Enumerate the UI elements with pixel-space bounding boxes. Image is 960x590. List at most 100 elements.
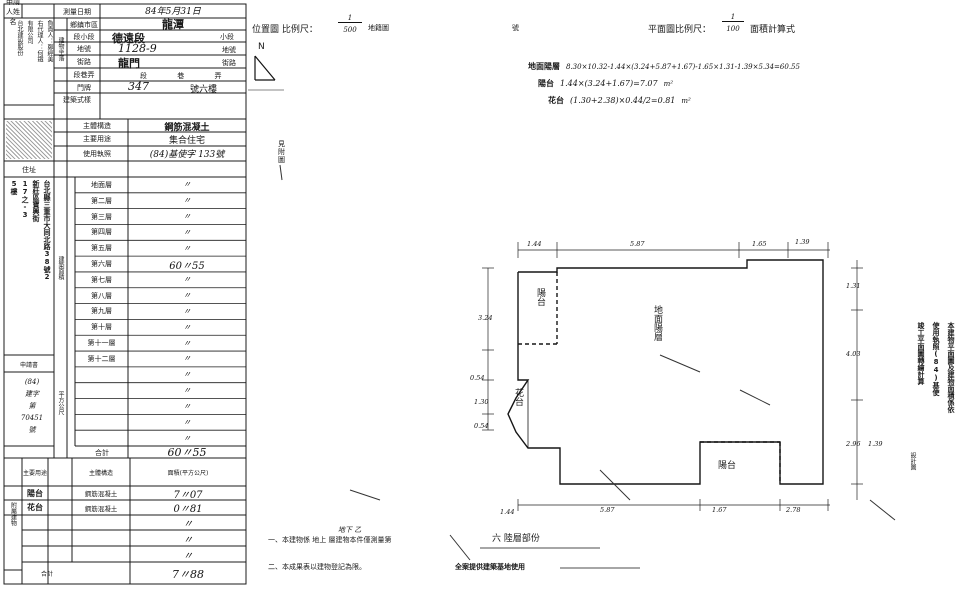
annex-use: 陽台 (27, 488, 43, 498)
floor-label: 第十層 (91, 323, 112, 332)
permit-stamp-line: 70451 (20, 414, 44, 422)
annex-col-main-use: 主要用途 (23, 469, 48, 477)
footer-note-2: 二、本成果表以建物登記為限。 (268, 563, 366, 571)
lot-value: 1128-9 (118, 42, 157, 55)
area-calc-label: 地面陽層 (528, 62, 560, 71)
applicant-name-line: 右代理人：何鐵 (36, 20, 43, 62)
section-suffix: 小段 (220, 33, 234, 41)
dim-right-b: 4.03 (846, 350, 861, 358)
dim-top-b: 5.87 (630, 240, 645, 248)
dim-left-b: 0.54 (470, 374, 485, 382)
annex-row: 〃 (22, 515, 246, 530)
floor-label: 第十二層 (87, 354, 116, 363)
structure-value: 鋼筋混凝土 (164, 122, 210, 133)
lane-value: 段 巷 弄 (140, 72, 236, 80)
annex-total-label: 合計 (40, 571, 53, 578)
floor-value: 〃 (183, 243, 191, 253)
floor-value: 〃 (183, 275, 191, 285)
floor-value: 〃 (183, 180, 191, 190)
lot-suffix: 地號 (222, 46, 236, 54)
applicant-stamp-label: 申請書 (19, 361, 38, 369)
applicant-name-line: 有限公司 (26, 20, 33, 44)
annex-side-label: 附屬建物 (9, 502, 17, 526)
annex-row: 〃 (22, 530, 246, 546)
dim-bottom-b: 1.67 (712, 506, 727, 514)
permit-stamp-line: 第 (28, 402, 36, 410)
floor-value: 〃 (183, 338, 191, 348)
plan-area-calc-title: 面積計算式 (750, 25, 796, 35)
floor-value: 〃 (183, 401, 191, 411)
applicant-name-line: 台北建設股份 (16, 20, 23, 56)
annex-structure: 鋼筋混凝土 (84, 504, 118, 513)
lot-label: 地號 (77, 45, 91, 53)
side-hand-note: 見附圖 (278, 140, 285, 164)
annex-total-value: 7〃88 (172, 567, 204, 581)
address-line: 台北縣三重市大同北路38號2 (43, 180, 51, 281)
area-calc-label: 陽台 (538, 79, 554, 88)
dim-top-c: 1.65 (752, 240, 767, 248)
plan-scale-den: 100 (726, 25, 740, 33)
location-scale-num: 1 (338, 14, 362, 23)
floor-label: 第六層 (91, 260, 112, 269)
use-value: 集合住宅 (168, 135, 205, 146)
room-balcony-b: 陽台 (718, 461, 737, 471)
floor-row: 〃 (75, 399, 246, 415)
floor-row: 〃 (75, 430, 246, 446)
plan-side-note-line: 本建物平面圖及建物面積係依 (947, 322, 955, 413)
floor-row: 第六層 60〃55 (75, 256, 246, 272)
area-calc-lines: 地面陽層 8.30×10.32-1.44×(3.24+5.87+1.67)-1.6… (528, 58, 956, 109)
annex-structure: 鋼筋混凝土 (84, 490, 118, 498)
plan-side-note: 本建物平面圖及建物面積係依使用執照(84)基使竣工平面圖轉繪計算 (880, 322, 956, 522)
address-line: 17之-3 (21, 180, 29, 219)
dim-right-a: 1.31 (846, 282, 861, 290)
area-calc-unit: m² (663, 79, 674, 88)
floor-label: 第四層 (91, 228, 112, 237)
street-label: 街路 (77, 58, 91, 66)
area-calc-unit: m² (681, 96, 691, 105)
floor-row: 第四層〃 (75, 224, 246, 240)
annex-col-area: 面積(平方公尺) (167, 469, 209, 477)
floor-row: 第十一層〃 (75, 335, 246, 351)
floor-value: 〃 (183, 212, 191, 222)
area-calc-expr: 8.30×10.32-1.44×(3.24+5.87+1.67)-1.65×1.… (566, 62, 800, 71)
floor-label: 第二層 (91, 196, 112, 205)
floor-value: 〃 (183, 196, 191, 206)
floor-label: 第三層 (91, 212, 112, 221)
official-stamp (6, 121, 52, 159)
plan-side-note-line: 竣工平面圖轉繪計算 (917, 322, 925, 385)
room-main: 地面陽層 (652, 305, 662, 341)
street-value: 龍門 (118, 57, 140, 70)
floors-total-value: 60〃55 (167, 445, 207, 459)
plan-scale-num: 1 (722, 13, 744, 22)
building-label: 建築式樣 (63, 95, 91, 104)
footer-note-1-mid: 地下 乙 (338, 526, 362, 534)
floor-label: 地面層 (91, 180, 112, 189)
lane-label: 段巷弄 (73, 71, 95, 79)
township-value: 龍潭 (162, 18, 184, 31)
location-map-suffix: 地籍圖 (368, 24, 389, 32)
footer-provider: 全案提供建築基地使用 (455, 563, 525, 571)
floor-row: 第八層〃 (75, 288, 246, 304)
annex-area: 7〃07 (173, 489, 203, 501)
permit-label: 使用執照 (83, 149, 111, 158)
floor-value: 〃 (183, 370, 191, 380)
permit-stamp-line: 建字 (25, 390, 39, 398)
floor-value: 〃 (183, 322, 191, 332)
dim-right-c: 2.96 (846, 440, 861, 448)
structure-label: 主體構造 (83, 122, 111, 130)
annex-row: 〃 (22, 546, 246, 562)
floor-value: 60〃55 (169, 260, 205, 272)
address-line: 新莊區寶興街 (32, 180, 40, 222)
floor-value: 〃 (183, 291, 191, 301)
section-label: 段小段 (73, 32, 95, 41)
room-planter: 花台 (513, 388, 523, 406)
floor-label: 第七層 (91, 275, 112, 284)
location-scale-den: 500 (343, 26, 357, 34)
